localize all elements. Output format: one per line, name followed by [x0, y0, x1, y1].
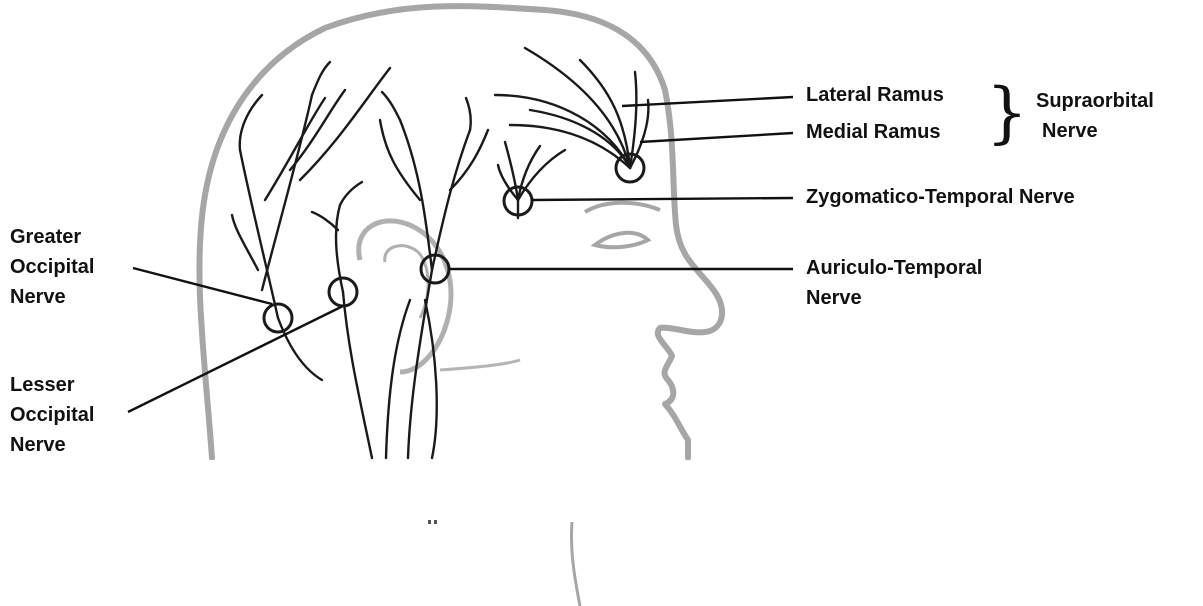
neck-outline — [571, 522, 580, 606]
jaw-outline — [440, 360, 520, 370]
eye — [585, 203, 660, 248]
zygomatico-temporal-label: Zygomatico-Temporal Nerve — [806, 182, 1075, 212]
leader-medial-ramus — [640, 133, 793, 142]
medial-ramus-label: Medial Ramus — [806, 117, 940, 147]
lateral-ramus-label: Lateral Ramus — [806, 80, 944, 110]
supraorbital-brace: } — [986, 80, 1028, 146]
greater-occipital-label: Greater Occipital Nerve — [10, 222, 94, 312]
leader-lesser-occipital — [128, 306, 343, 412]
lesser-occipital-label: Lesser Occipital Nerve — [10, 370, 94, 460]
auriculo-temporal-label: Auriculo-Temporal Nerve — [806, 253, 982, 313]
figure-gap — [0, 460, 1203, 522]
leader-zygomatico-temporal — [532, 198, 793, 200]
supraorbital-label: Supraorbital Nerve — [1036, 86, 1154, 146]
leader-lines — [128, 97, 793, 412]
